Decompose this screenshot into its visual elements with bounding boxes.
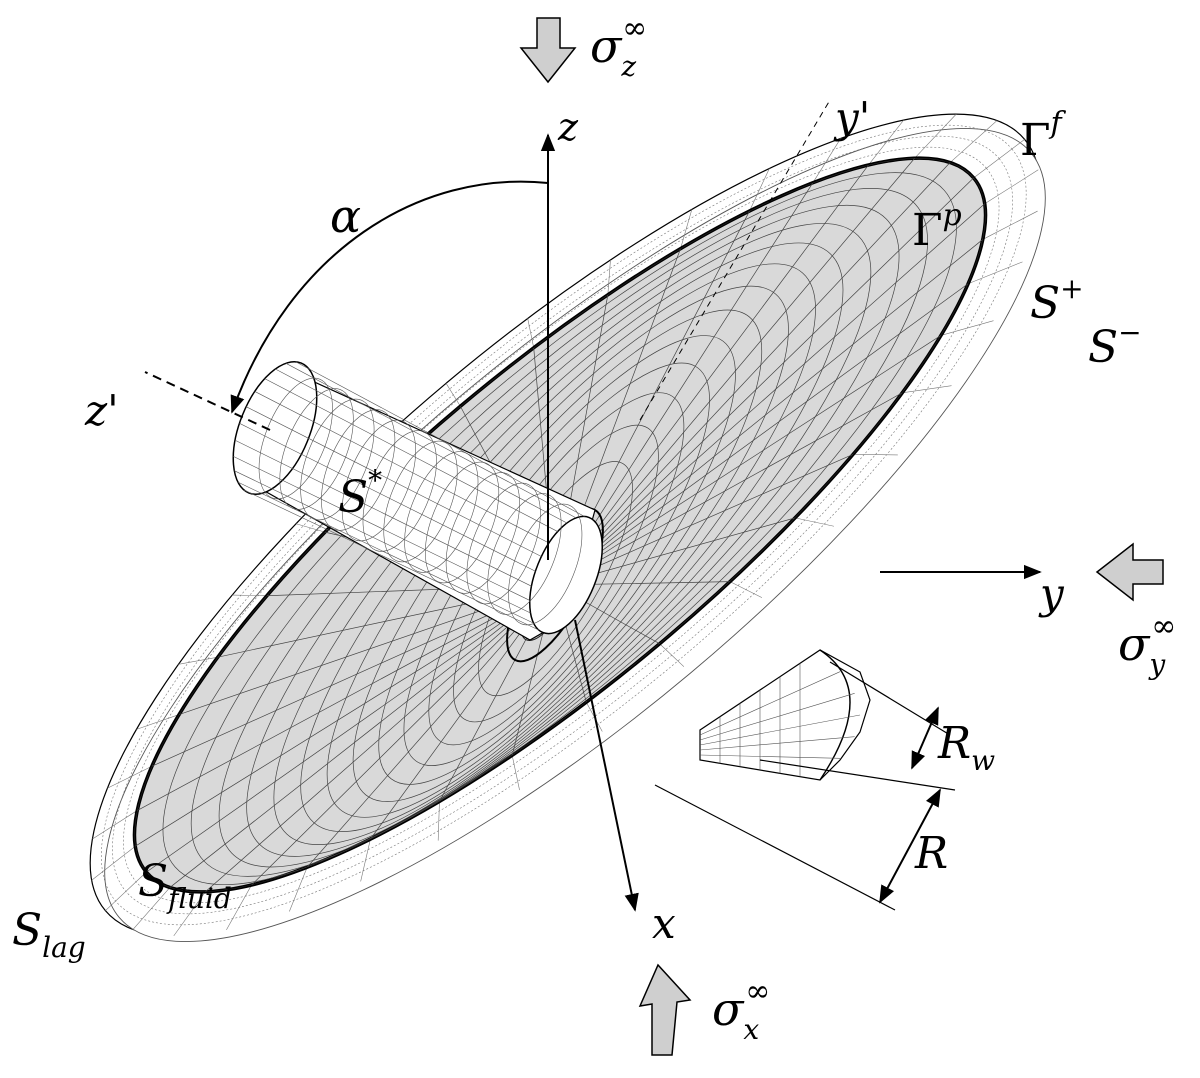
label-alpha: α <box>330 189 361 243</box>
load-arrow-up-icon <box>638 963 692 1056</box>
label-sigma-y: σy∞ <box>1118 609 1176 681</box>
load-arrow-left-icon <box>1095 542 1164 602</box>
label-s-plus: S+ <box>1030 272 1084 329</box>
z-prime-axis <box>144 371 271 431</box>
label-s-fluid: Sfluid <box>138 856 232 915</box>
wellbore-lower <box>699 649 871 781</box>
load-arrows <box>519 17 1164 1056</box>
label-gamma-f: Γf <box>1020 106 1067 166</box>
label-x: x <box>652 899 676 948</box>
x-axis <box>574 619 639 912</box>
y-prime-axis <box>639 99 831 421</box>
label-z: z <box>557 105 579 149</box>
r-dimension <box>879 788 941 904</box>
coordinate-axes <box>144 99 1042 912</box>
dimensions <box>654 661 956 911</box>
label-s-lag: Slag <box>12 905 86 964</box>
label-s-star: S* <box>338 464 382 523</box>
wellbore-upper-s-star <box>232 361 603 641</box>
labels: z y x z' y' α Γf Γp S+ S− S* Sfluid Slag… <box>12 11 1176 1046</box>
load-arrow-down-icon <box>519 17 577 84</box>
label-r: R <box>914 828 948 879</box>
label-sigma-z: σz∞ <box>590 11 647 83</box>
alpha-arc <box>230 180 549 414</box>
label-y-prime: y' <box>833 93 870 142</box>
lag-mesh <box>91 113 1039 937</box>
label-rw: Rw <box>937 718 995 777</box>
label-s-minus: S− <box>1088 316 1142 373</box>
label-sigma-x: σx∞ <box>712 974 770 1046</box>
label-y: y <box>1038 569 1065 618</box>
label-gamma-p: Γp <box>912 198 962 256</box>
rw-dimension <box>911 706 939 770</box>
label-z-prime: z' <box>84 386 119 435</box>
